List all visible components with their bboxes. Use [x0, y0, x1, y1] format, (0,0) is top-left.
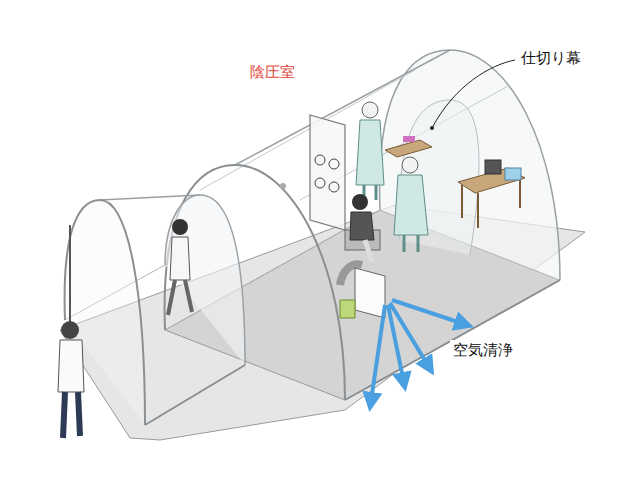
room-label: 陰圧室: [247, 62, 298, 82]
curtain-label: 仕切り幕: [518, 48, 584, 68]
airflow-label: 空気清浄: [450, 340, 516, 360]
